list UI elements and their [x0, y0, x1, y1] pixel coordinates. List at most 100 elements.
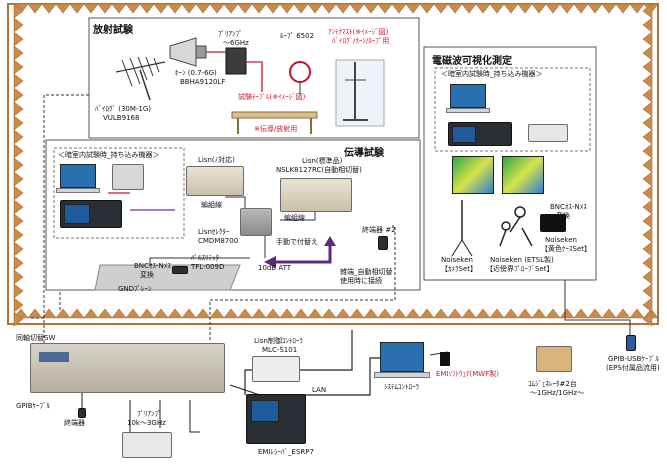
absorber-bottom: [251, 308, 267, 319]
absorber-bottom: [223, 308, 239, 319]
braid-2: 編組線: [284, 214, 305, 222]
absorber-top: [363, 3, 379, 14]
absorber-top: [69, 3, 85, 14]
absorber-top: [447, 3, 463, 14]
emi-software-label: EMIｿﾌﾄｳｪｱ(MWF製): [436, 370, 499, 378]
absorber-left: [13, 297, 24, 313]
absorber-top: [391, 3, 407, 14]
auto-phase-note: 雑端_自動相切替: [340, 268, 393, 276]
absorber-bottom: [307, 308, 323, 319]
absorber-left: [13, 73, 24, 89]
absorber-right: [642, 87, 653, 103]
absorber-right: [642, 171, 653, 187]
absorber-top: [27, 3, 43, 14]
bring-in-box-left: [53, 147, 185, 239]
absorber-bottom: [405, 308, 421, 319]
spectrum-analyzer-icon: [60, 200, 122, 228]
coax-switch-device: [30, 343, 225, 393]
gpib-usb-label: GPIB-USBｹｰﾌﾞﾙ: [608, 355, 659, 363]
absorber-top: [181, 3, 197, 14]
absorber-top: [377, 3, 393, 14]
antenna-mast-label-2: ﾊﾞｲﾛｸﾞ/ﾎｰﾝ/ﾙｰﾌﾟ用: [332, 37, 390, 45]
antenna-mast-label: ｱﾝﾃﾅﾏｽﾄ(※ｲﾒｰｼﾞ図): [328, 28, 389, 36]
absorber-top: [55, 3, 71, 14]
absorber-top: [461, 3, 477, 14]
usb-key-icon: [440, 352, 450, 366]
terminator-2-label: 終端器 #2: [362, 226, 396, 234]
preamp-bottom-range: 10k～3GHz: [127, 419, 166, 427]
lisn-pair-label: Lisn(ﾉ対応): [198, 156, 235, 164]
absorber-bottom: [391, 308, 407, 319]
absorber-bottom: [41, 308, 57, 319]
absorber-right: [642, 269, 653, 285]
gnd-plane-label: GNDﾌﾟﾚｰﾝ: [118, 285, 152, 293]
probe-adapter-photo: [528, 124, 568, 142]
comb-generator-label: ｺﾑｼﾞｪﾈﾚｰﾀ#2台: [528, 380, 577, 388]
absorber-bottom: [279, 308, 295, 319]
absorber-left: [13, 101, 24, 117]
absorber-bottom: [335, 308, 351, 319]
absorber-left: [13, 311, 24, 327]
heatmap-photo-1: [452, 156, 494, 194]
bring-in-right-title: ＜暗室内試験時_持ち込み機器＞: [441, 70, 543, 78]
preamp-top-range: ～6GHz: [223, 39, 249, 47]
absorber-top: [41, 3, 57, 14]
noiseken-yellow: Noiseken: [545, 236, 577, 244]
lisn-standard-device: [280, 178, 352, 212]
absorber-top: [489, 3, 505, 14]
absorber-right: [642, 199, 653, 215]
noiseken-camera: Noiseken: [441, 256, 473, 264]
portable-device-photo: [112, 164, 144, 190]
absorber-left: [13, 283, 24, 299]
noiseken-etsl-set: 【近傍界ﾌﾟﾛｰﾌﾞSet】: [486, 265, 554, 273]
terminator-icon: [78, 408, 86, 418]
absorber-top: [209, 3, 225, 14]
lisn-pair-device: [186, 166, 244, 196]
absorber-top: [475, 3, 491, 14]
preamp-bottom-label: ﾌﾟﾘｱﾝﾌﾟ: [137, 410, 162, 418]
lisn-selector-device: [240, 208, 272, 236]
absorber-bottom: [545, 308, 561, 319]
absorber-bottom: [433, 308, 449, 319]
absorber-right: [642, 129, 653, 145]
absorber-bottom: [125, 308, 141, 319]
absorber-right: [642, 73, 653, 89]
spectrum-analyzer-right-icon: [448, 122, 512, 146]
absorber-bottom: [139, 308, 155, 319]
absorber-right: [642, 143, 653, 159]
absorber-top: [195, 3, 211, 14]
absorber-top: [139, 3, 155, 14]
absorber-bottom: [377, 308, 393, 319]
att-label: 10dB ATT: [258, 264, 292, 272]
absorber-right: [642, 213, 653, 229]
absorber-bottom: [55, 308, 71, 319]
lisn-selector-model: CMDM8700: [198, 237, 239, 245]
pulse-limiter-model: TFL-009D: [191, 263, 225, 271]
bnc-n-conv-left: BNCｵｽ-Nﾒｽ: [134, 262, 171, 270]
absorber-bottom: [573, 308, 589, 319]
horn-antenna-icon: [169, 37, 197, 67]
absorber-right: [642, 157, 653, 173]
preamp-top-icon: [225, 47, 247, 75]
absorber-bottom: [195, 308, 211, 319]
absorber-right: [642, 255, 653, 271]
comb-generator-photo: [536, 346, 572, 372]
absorber-bottom: [181, 308, 197, 319]
absorber-top: [587, 3, 603, 14]
em-visualization-title: 電磁波可視化測定: [432, 56, 512, 67]
absorber-right: [642, 59, 653, 75]
absorber-left: [13, 213, 24, 229]
absorber-top: [265, 3, 281, 14]
absorber-right: [642, 115, 653, 131]
absorber-right: [642, 3, 653, 19]
bilog-model: VULB9168: [103, 114, 140, 122]
heatmap-photo-2: [502, 156, 544, 194]
absorber-top: [111, 3, 127, 14]
absorber-top: [279, 3, 295, 14]
absorber-left: [13, 171, 24, 187]
absorber-bottom: [293, 308, 309, 319]
absorber-bottom: [209, 308, 225, 319]
noiseken-yellow-set: 【黄色ｹｰｽSet】: [541, 245, 591, 253]
absorber-right: [642, 45, 653, 61]
absorber-bottom: [615, 308, 631, 319]
